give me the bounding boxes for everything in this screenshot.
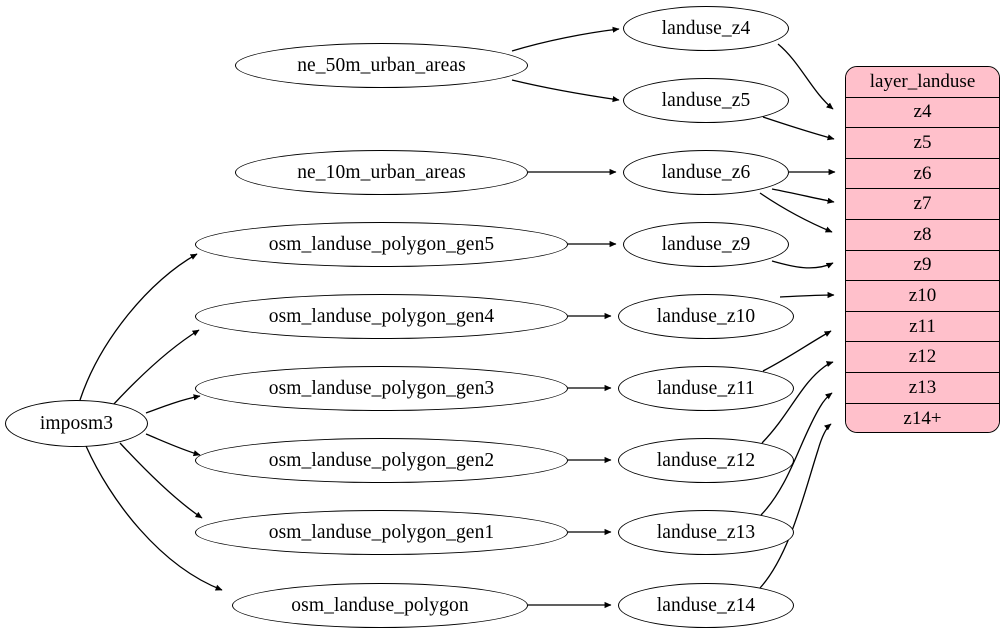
record-row-z11[interactable]: z11 — [846, 311, 999, 343]
node-landuse_z4[interactable]: landuse_z4 — [623, 6, 789, 51]
node-label: landuse_z13 — [656, 521, 756, 543]
node-landuse_z6[interactable]: landuse_z6 — [623, 150, 789, 195]
node-label: osm_landuse_polygon_gen5 — [268, 233, 495, 255]
record-row-z4[interactable]: z4 — [846, 97, 999, 129]
node-landuse_z14[interactable]: landuse_z14 — [618, 583, 794, 628]
node-label: landuse_z4 — [661, 17, 751, 39]
record-header: layer_landuse — [846, 67, 999, 98]
node-osm_landuse_polygon_gen2[interactable]: osm_landuse_polygon_gen2 — [195, 438, 568, 483]
record-row-z7[interactable]: z7 — [846, 189, 999, 220]
node-landuse_z12[interactable]: landuse_z12 — [618, 438, 794, 483]
node-osm_landuse_polygon_gen3[interactable]: osm_landuse_polygon_gen3 — [195, 366, 568, 411]
node-imposm3[interactable]: imposm3 — [5, 400, 148, 447]
node-label: landuse_z9 — [661, 233, 751, 255]
record-row-z14+[interactable]: z14+ — [846, 403, 999, 432]
node-osm_landuse_polygon_gen4[interactable]: osm_landuse_polygon_gen4 — [195, 294, 568, 339]
node-osm_landuse_polygon[interactable]: osm_landuse_polygon — [232, 583, 528, 628]
node-label: landuse_z6 — [661, 161, 751, 183]
node-label: landuse_z11 — [657, 377, 755, 399]
node-landuse_z9[interactable]: landuse_z9 — [623, 222, 789, 267]
record-row-z8[interactable]: z8 — [846, 219, 999, 251]
node-landuse_z13[interactable]: landuse_z13 — [618, 510, 794, 555]
node-label: landuse_z14 — [656, 594, 756, 616]
record-row-z13[interactable]: z13 — [846, 372, 999, 404]
node-label: landuse_z12 — [656, 449, 756, 471]
node-landuse_z11[interactable]: landuse_z11 — [618, 366, 794, 411]
node-label: ne_10m_urban_areas — [297, 161, 466, 183]
node-osm_landuse_polygon_gen1[interactable]: osm_landuse_polygon_gen1 — [195, 510, 568, 555]
node-label: landuse_z10 — [656, 305, 756, 327]
node-label: osm_landuse_polygon — [291, 594, 469, 616]
node-label: imposm3 — [39, 412, 114, 434]
node-osm_landuse_polygon_gen5[interactable]: osm_landuse_polygon_gen5 — [195, 222, 568, 267]
record-row-z10[interactable]: z10 — [846, 281, 999, 312]
node-ne_10m_urban_areas[interactable]: ne_10m_urban_areas — [235, 150, 528, 195]
node-landuse_z10[interactable]: landuse_z10 — [618, 294, 794, 339]
record-row-z9[interactable]: z9 — [846, 250, 999, 282]
node-ne_50m_urban_areas[interactable]: ne_50m_urban_areas — [235, 43, 528, 88]
record-row-z12[interactable]: z12 — [846, 342, 999, 373]
node-label: ne_50m_urban_areas — [297, 54, 466, 76]
node-label: osm_landuse_polygon_gen1 — [268, 521, 495, 543]
record-row-z5[interactable]: z5 — [846, 128, 999, 159]
node-landuse_z5[interactable]: landuse_z5 — [623, 78, 789, 123]
node-label: osm_landuse_polygon_gen4 — [268, 305, 495, 327]
node-label: landuse_z5 — [661, 89, 751, 111]
node-label: osm_landuse_polygon_gen3 — [268, 377, 495, 399]
node-label: osm_landuse_polygon_gen2 — [268, 449, 495, 471]
record-row-z6[interactable]: z6 — [846, 158, 999, 190]
